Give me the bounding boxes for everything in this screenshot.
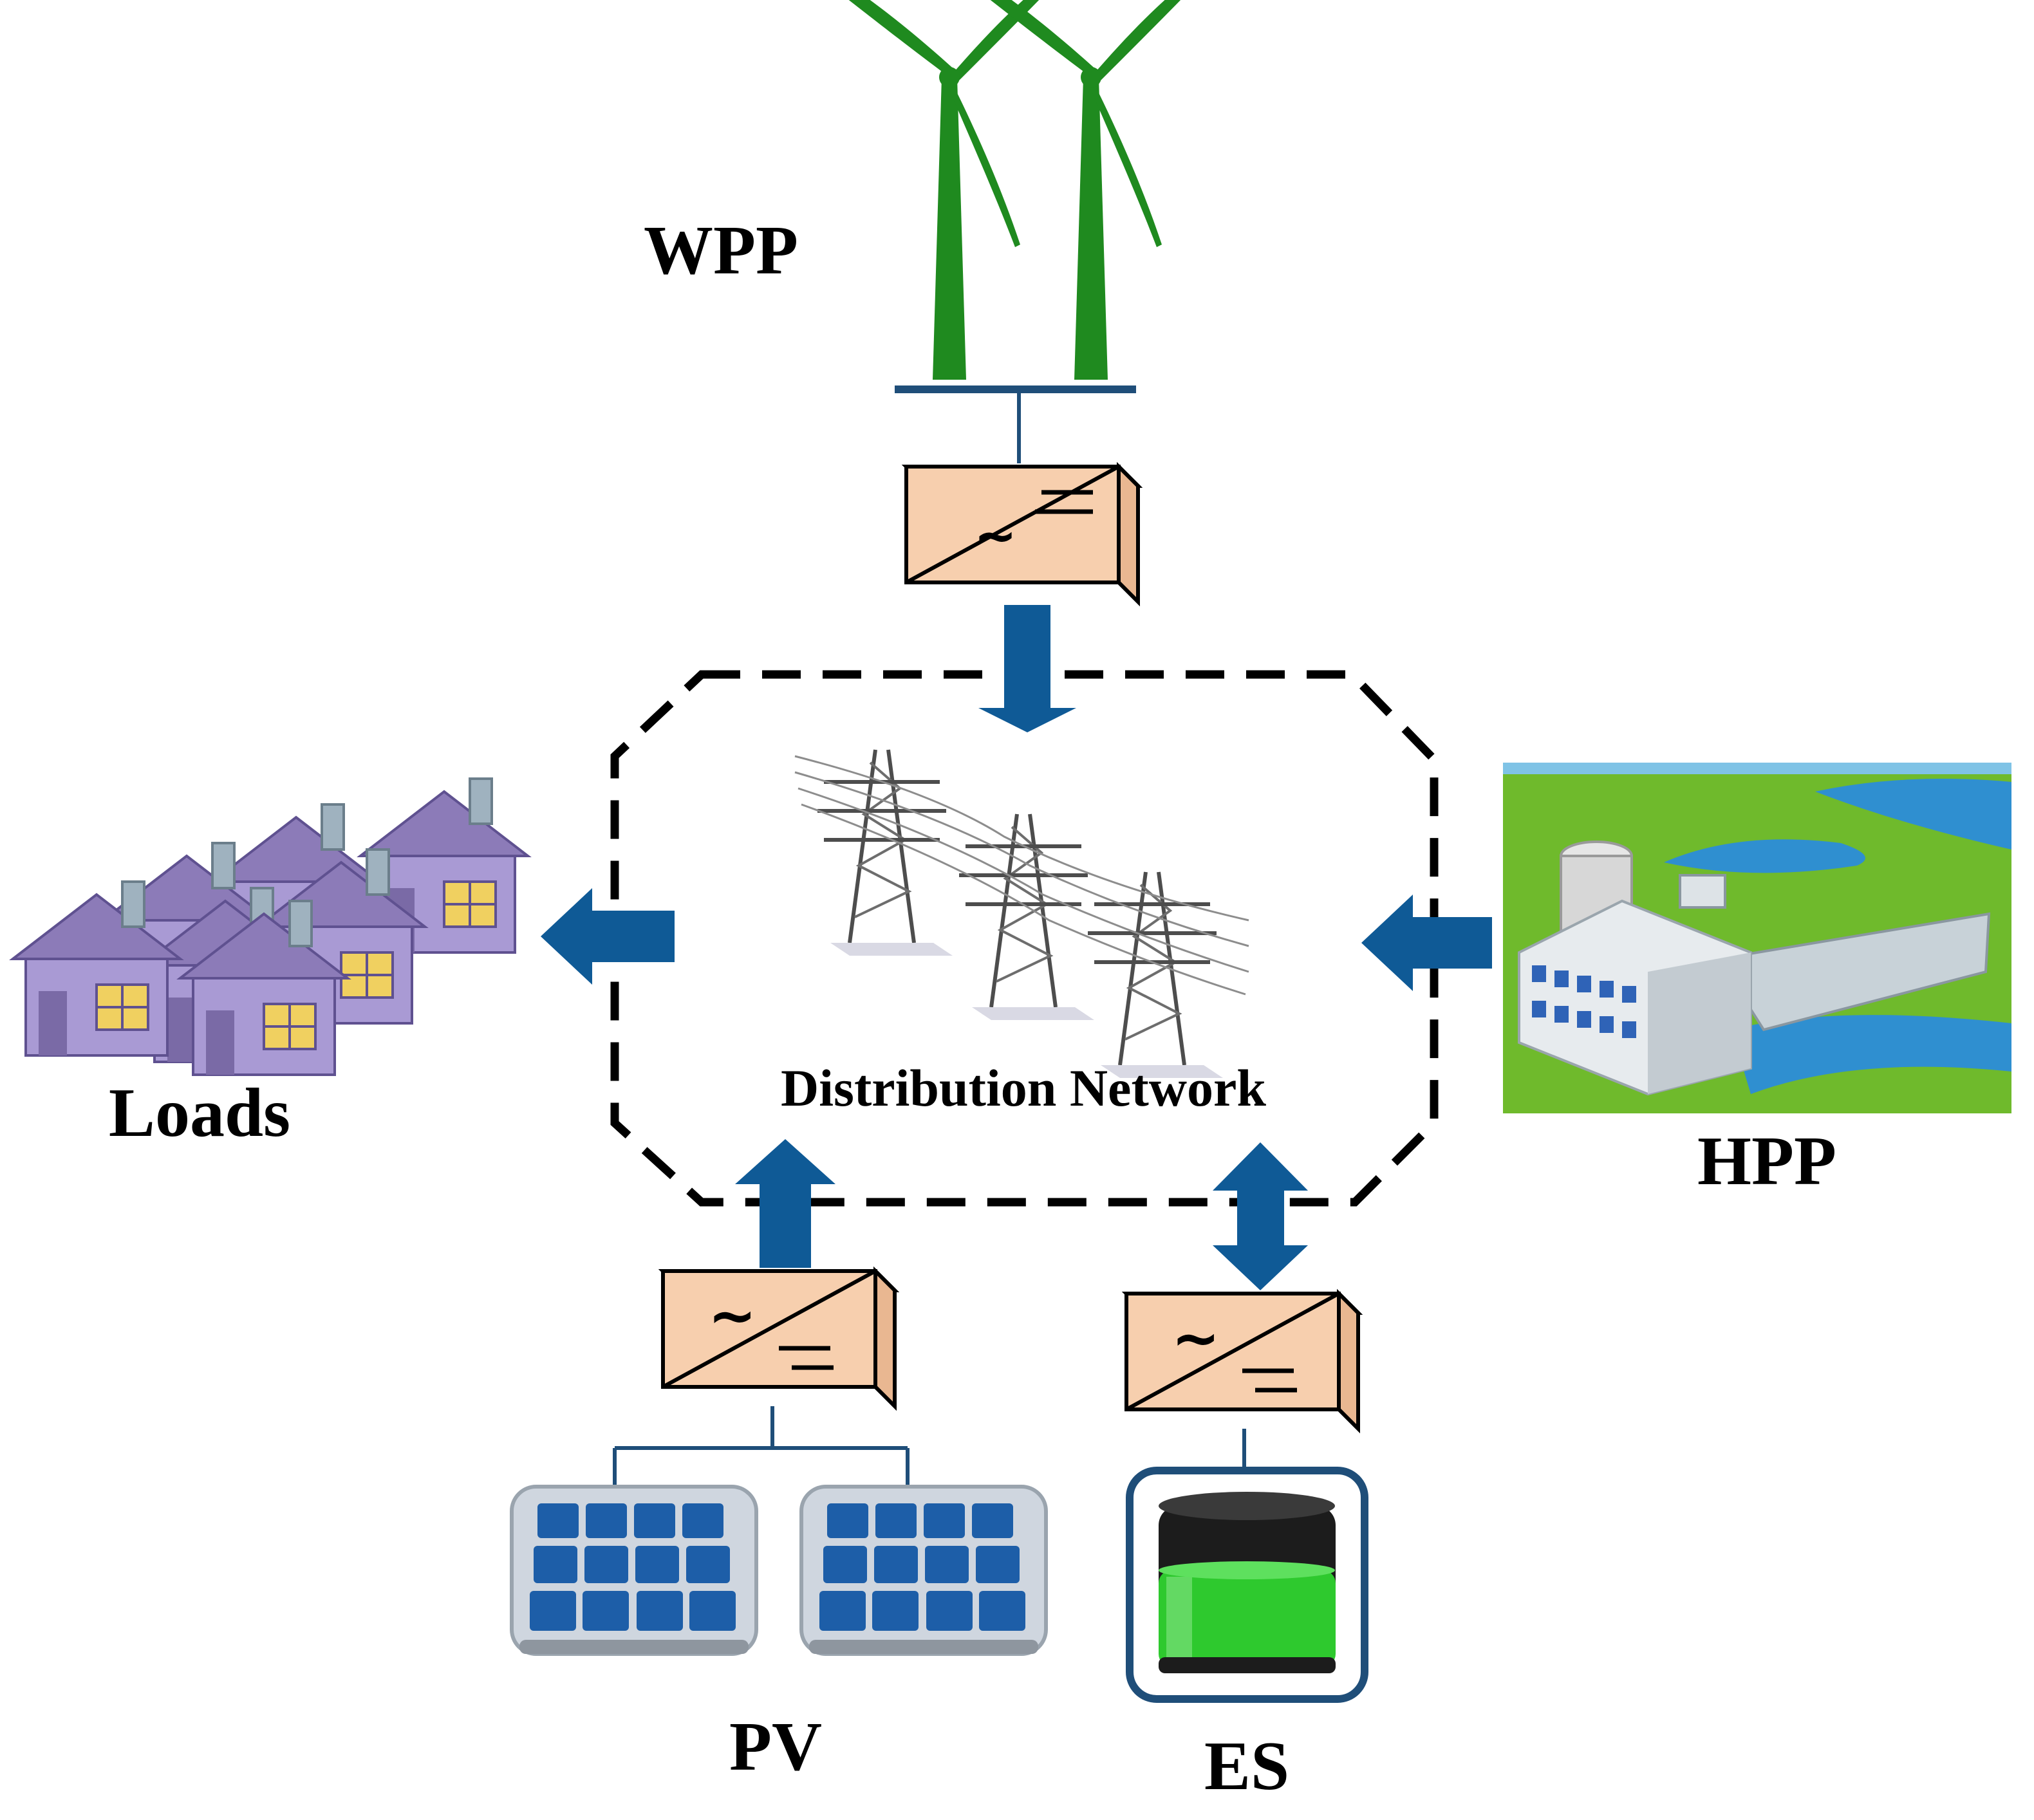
loads-label: Loads xyxy=(109,1075,290,1151)
wind-turbine-icon xyxy=(798,0,1063,380)
svg-text:~: ~ xyxy=(1171,1305,1220,1372)
solar-panel-icon xyxy=(801,1487,1046,1654)
hydro-power-plant-icon xyxy=(1503,763,2011,1113)
transmission-tower-icon xyxy=(817,750,953,956)
es-label: ES xyxy=(1204,1728,1289,1805)
solar-panel-icon xyxy=(512,1487,756,1654)
svg-text:~: ~ xyxy=(708,1282,756,1350)
hpp-label: HPP xyxy=(1697,1123,1836,1200)
power-lines xyxy=(794,755,1249,996)
pv-wiring xyxy=(613,1406,910,1496)
battery-icon xyxy=(1126,1467,1368,1703)
distribution-network-label: Distribution Network xyxy=(781,1059,1266,1117)
transmission-tower-icon xyxy=(1088,872,1223,1078)
distribution-network-boundary xyxy=(610,670,1439,1207)
arrow-es-network-bidirectional xyxy=(1213,1142,1308,1290)
arrow-pv-to-network xyxy=(735,1139,835,1268)
arrow-wpp-to-network xyxy=(978,605,1076,732)
transmission-tower-icon xyxy=(959,814,1094,1020)
loads-houses-icon xyxy=(12,777,529,1076)
pv-label: PV xyxy=(729,1709,822,1785)
svg-text:~: ~ xyxy=(974,506,1017,566)
arrow-network-to-loads xyxy=(541,888,675,985)
wpp-converter: ~ xyxy=(906,467,1138,602)
wpp-label: WPP xyxy=(644,212,798,289)
pv-converter: ~ xyxy=(663,1271,895,1406)
es-converter: ~ xyxy=(1126,1294,1358,1429)
arrow-hpp-to-network xyxy=(1361,895,1492,991)
